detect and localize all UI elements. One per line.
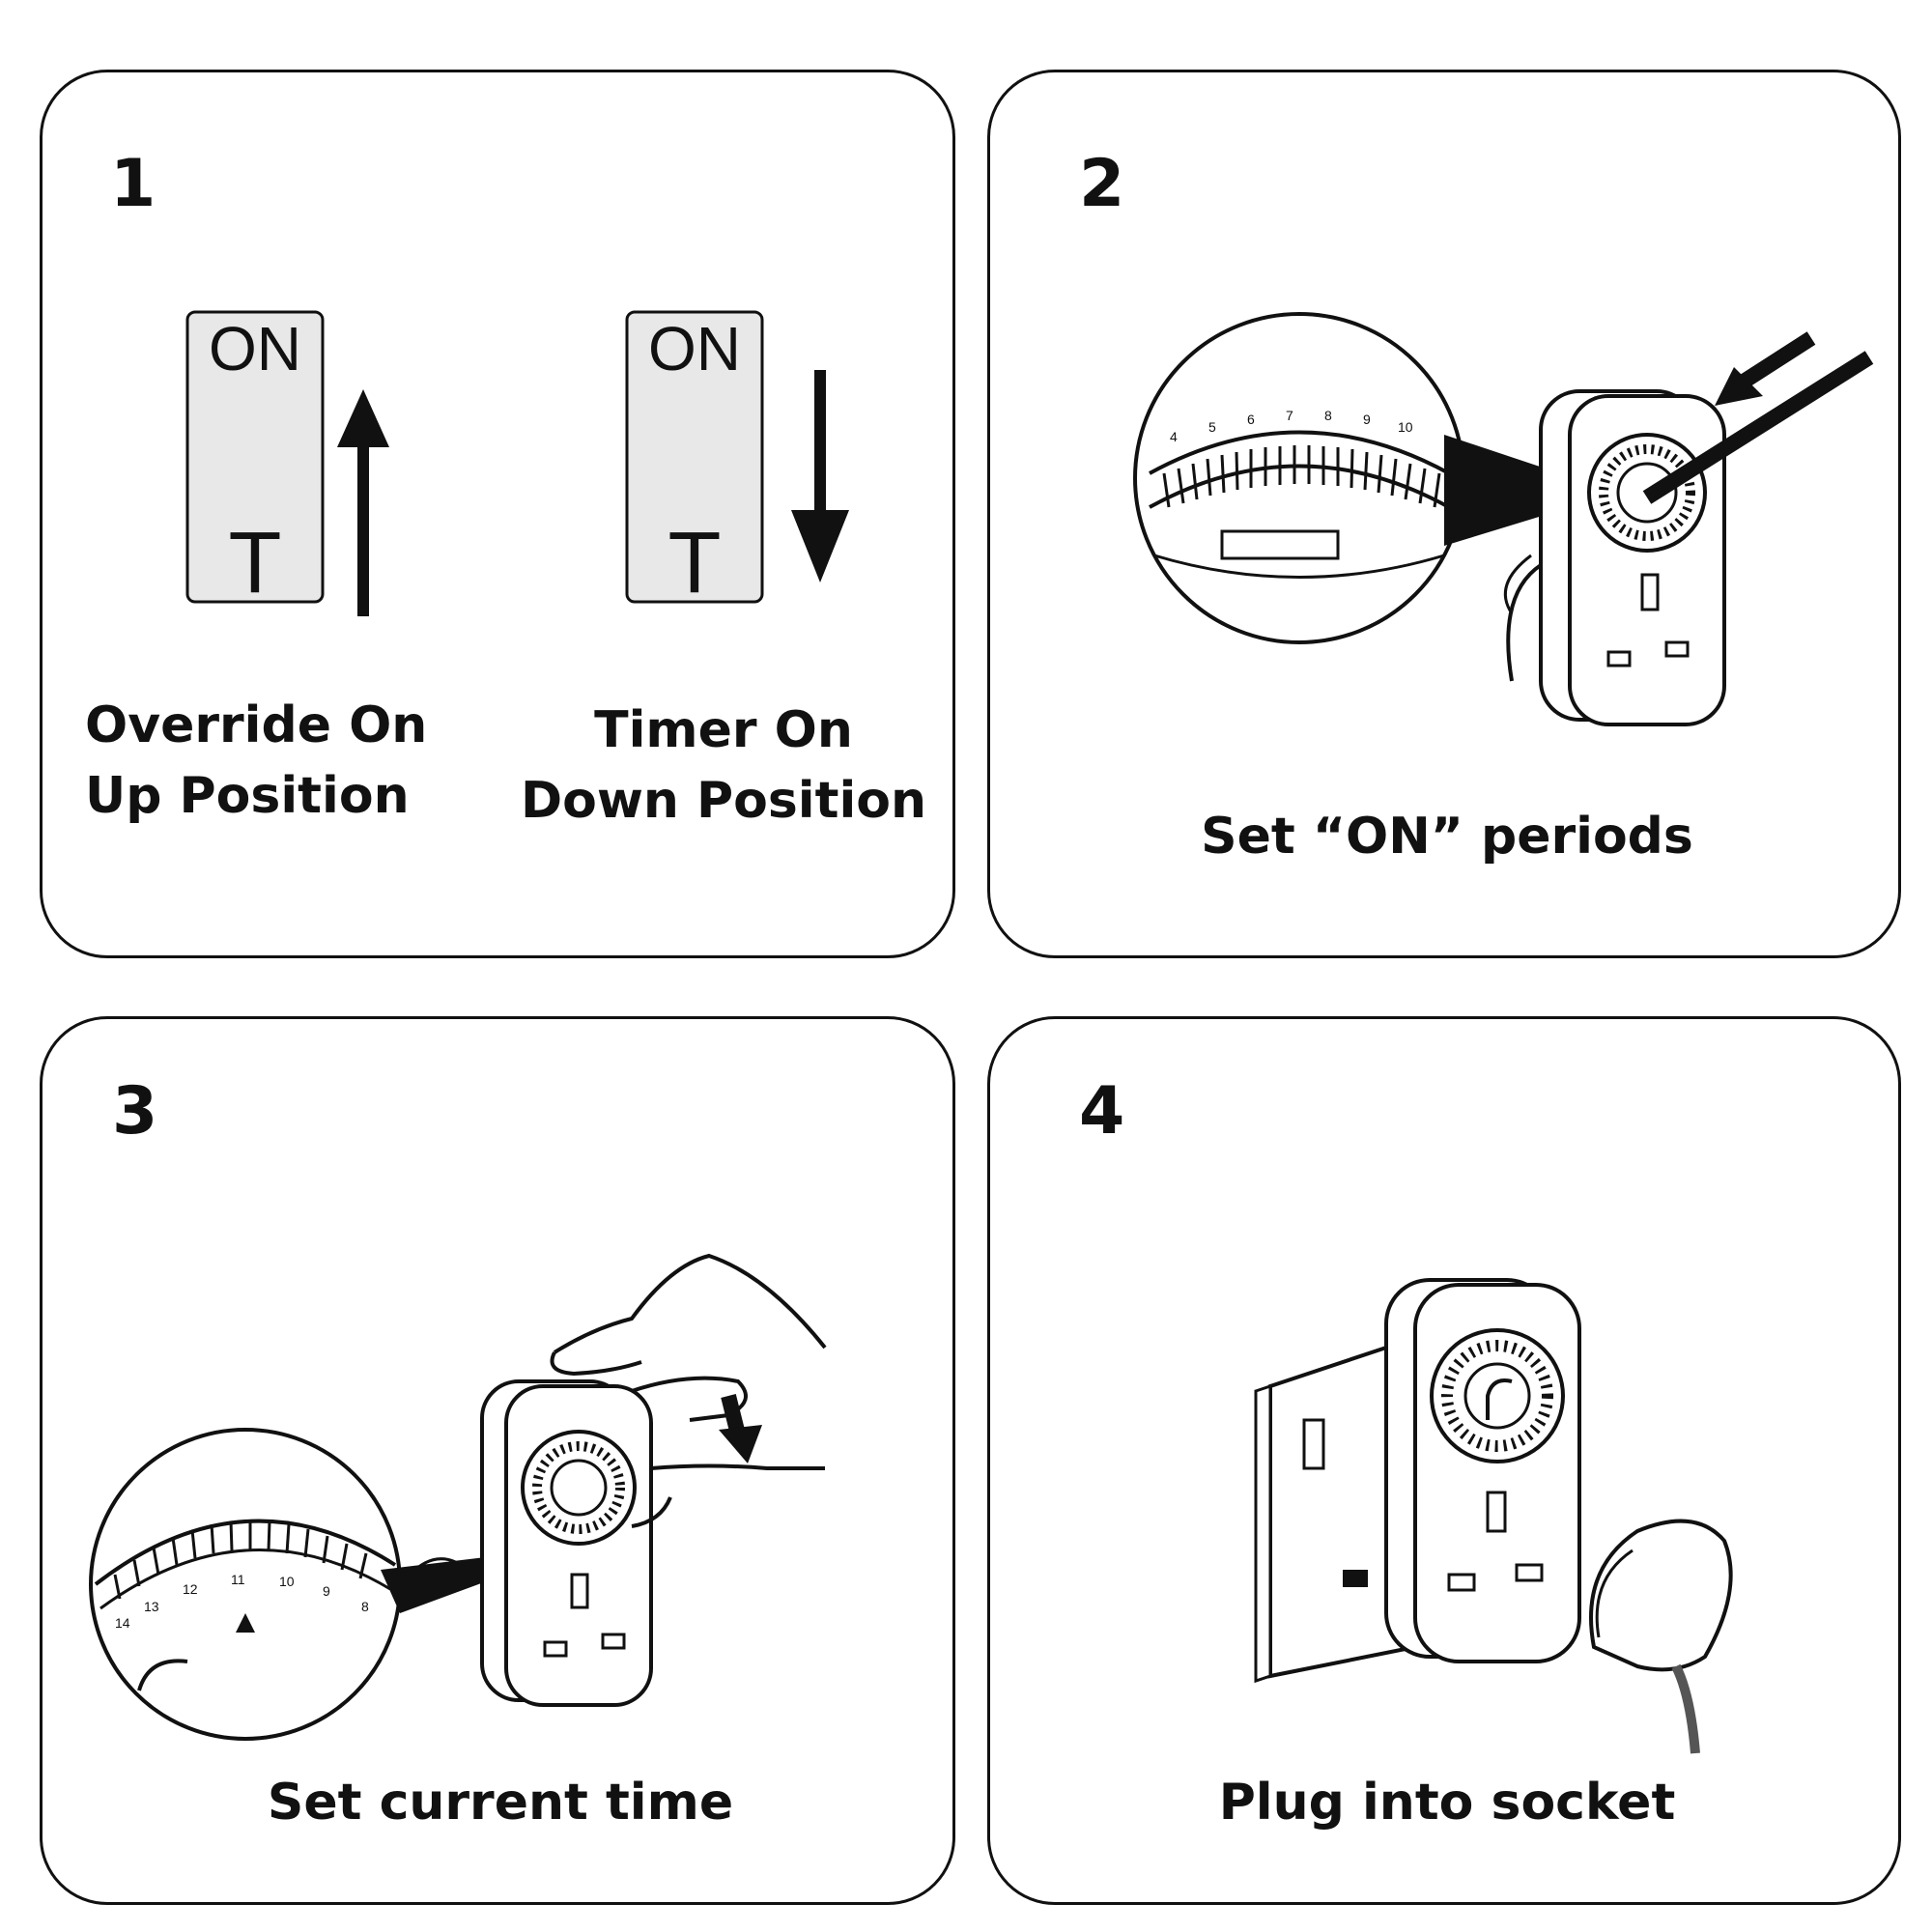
step-1-number: 1 <box>110 146 156 222</box>
dial-tick-label: 14 <box>115 1615 130 1631</box>
dial-tick-label: 5 <box>1208 419 1216 435</box>
dial-tick-label: 10 <box>279 1574 295 1589</box>
step-3-panel: 3 14 13 12 11 10 9 8 <box>40 1016 955 1905</box>
timer-caption: Timer On Down Position <box>497 696 951 837</box>
dial-tick-label: 10 <box>1398 419 1413 435</box>
timer-plug-device <box>1384 1278 1581 1663</box>
dial-scale-ticks <box>1162 445 1441 508</box>
dial-hour-labels: 14 13 12 11 10 9 8 <box>115 1572 369 1631</box>
timer-plug-device <box>408 1379 653 1707</box>
dial-tick-label: 11 <box>231 1572 245 1587</box>
set-current-time-illustration: 14 13 12 11 10 9 8 <box>89 1253 827 1741</box>
dial-tick-label: 7 <box>1286 408 1293 423</box>
override-caption: Override On Up Position <box>85 691 427 832</box>
socket-hole <box>1343 1570 1368 1587</box>
timer-caption-line1: Timer On <box>594 701 853 759</box>
magnifier-pointer <box>1444 435 1618 546</box>
step-2-number: 2 <box>1079 146 1125 222</box>
dial-tick-label: 6 <box>1247 412 1255 427</box>
set-on-periods-illustration: 4 5 6 7 8 9 10 <box>1133 312 1874 726</box>
override-switch-t-label: T <box>229 515 282 611</box>
step-3-caption: Set current time <box>267 1774 734 1832</box>
timer-switch-illustration: ON T <box>625 310 849 611</box>
dial-tick-label: 9 <box>1363 412 1371 427</box>
socket-switch <box>1302 1418 1325 1470</box>
turn-arrow-icon <box>719 1394 762 1463</box>
step-1-panel: 1 ON T ON T Override On Up Position Time… <box>40 70 955 958</box>
step-2-panel: 2 4 5 6 7 8 9 10 <box>987 70 1901 958</box>
timer-switch-on-label: ON <box>648 314 741 384</box>
step-4-panel: 4 Plug into socket <box>987 1016 1901 1905</box>
override-caption-line1: Override On <box>85 696 428 754</box>
dial-tick-label: 12 <box>183 1581 198 1597</box>
time-indicator-icon <box>236 1613 255 1633</box>
dial-tick-label: 8 <box>1324 408 1332 423</box>
override-caption-line2: Up Position <box>85 766 410 825</box>
dial-tick-label: 13 <box>144 1599 159 1614</box>
dial-tick-label: 4 <box>1170 429 1178 444</box>
dial-tick-label: 8 <box>361 1599 369 1614</box>
override-switch-on-label: ON <box>209 314 301 384</box>
timer-plug-device <box>1503 389 1726 726</box>
push-arrow-icon <box>1715 331 1816 406</box>
dial-scale-ticks <box>113 1520 368 1600</box>
step-2-caption: Set “ON” periods <box>1201 808 1693 866</box>
dial-hour-labels: 4 5 6 7 8 9 10 <box>1170 408 1413 444</box>
power-plug <box>1589 1519 1733 1754</box>
step-4-caption: Plug into socket <box>1218 1774 1676 1832</box>
arrow-down-icon <box>791 370 849 582</box>
dial-tick-label: 9 <box>323 1583 330 1599</box>
setting-pin <box>1642 351 1874 504</box>
override-switch-illustration: ON T <box>185 310 389 616</box>
dial-magnifier <box>1133 312 1465 644</box>
arrow-up-icon <box>337 389 389 616</box>
plug-into-socket-illustration <box>1254 1278 1733 1754</box>
timer-switch-t-label: T <box>668 515 722 611</box>
hand-illustration <box>550 1253 827 1528</box>
timer-caption-line2: Down Position <box>520 771 927 830</box>
step-3-number: 3 <box>112 1073 158 1150</box>
step-4-number: 4 <box>1079 1073 1125 1150</box>
